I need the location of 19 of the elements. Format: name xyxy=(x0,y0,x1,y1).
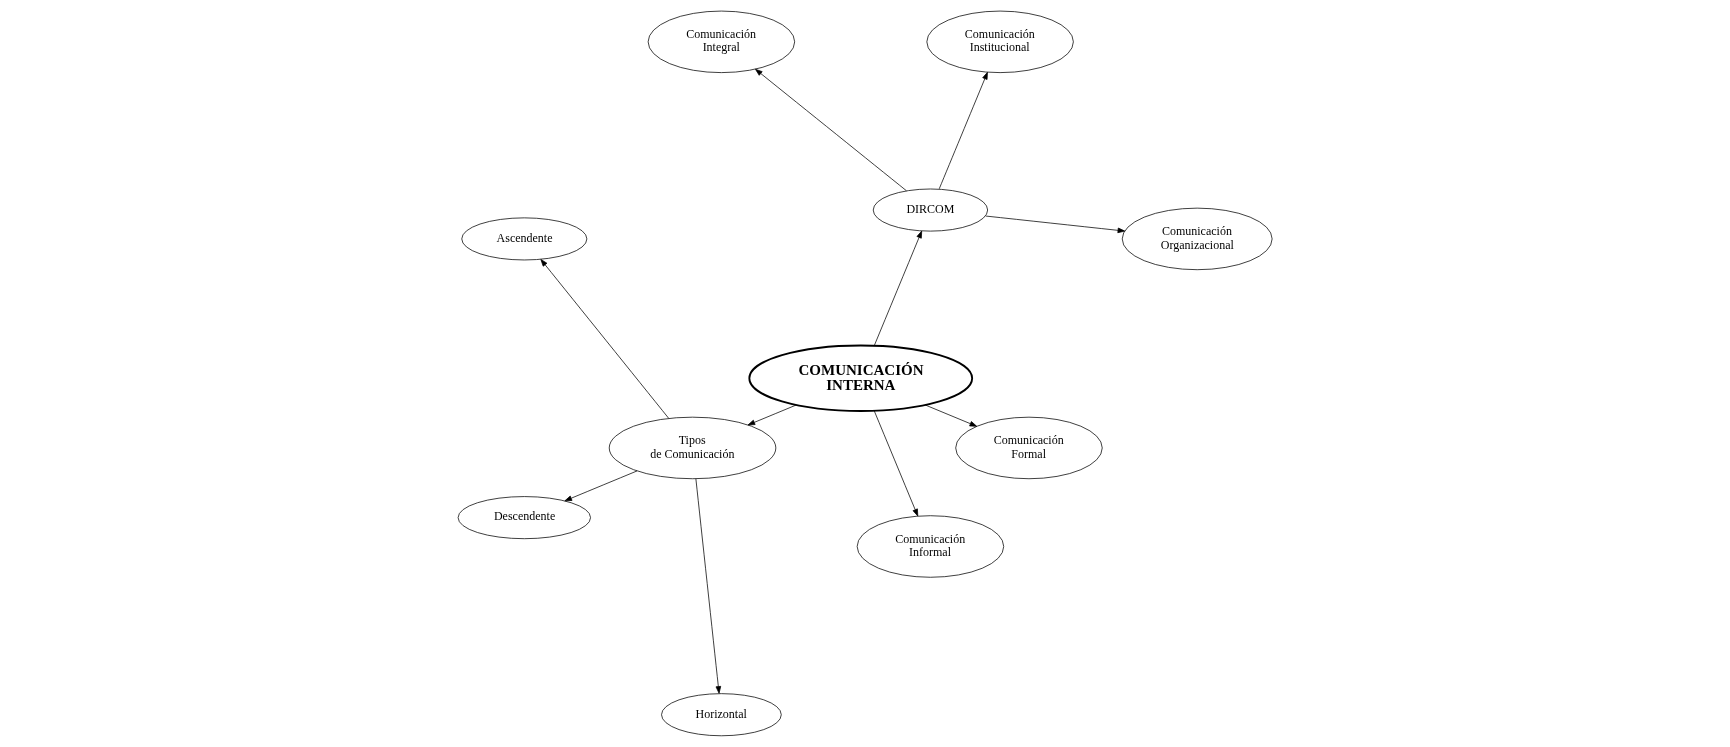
arrow xyxy=(873,410,919,517)
arrow xyxy=(540,259,670,419)
arrow xyxy=(755,68,907,192)
node-ellipse: Comunicación Formal xyxy=(955,416,1103,480)
node-ellipse: Comunicación Informal xyxy=(856,515,1005,578)
node-ellipse: Comunicación Organizacional xyxy=(1121,207,1273,271)
arrow xyxy=(564,470,638,502)
node-ellipse: Ascendente xyxy=(461,217,588,261)
arrow xyxy=(747,404,797,426)
node-ellipse: Horizontal xyxy=(661,693,782,737)
node-ellipse: DIRCOM xyxy=(872,188,988,232)
node-ellipse: COMUNICACIÓN INTERNA xyxy=(748,344,974,412)
node-ellipse: Comunicación Institucional xyxy=(926,10,1074,73)
arrow xyxy=(985,215,1126,234)
arrow xyxy=(925,404,978,427)
arrow xyxy=(938,72,988,190)
arrow xyxy=(873,230,923,346)
node-ellipse: Comunicación Integral xyxy=(647,10,796,73)
arrow xyxy=(695,478,722,694)
